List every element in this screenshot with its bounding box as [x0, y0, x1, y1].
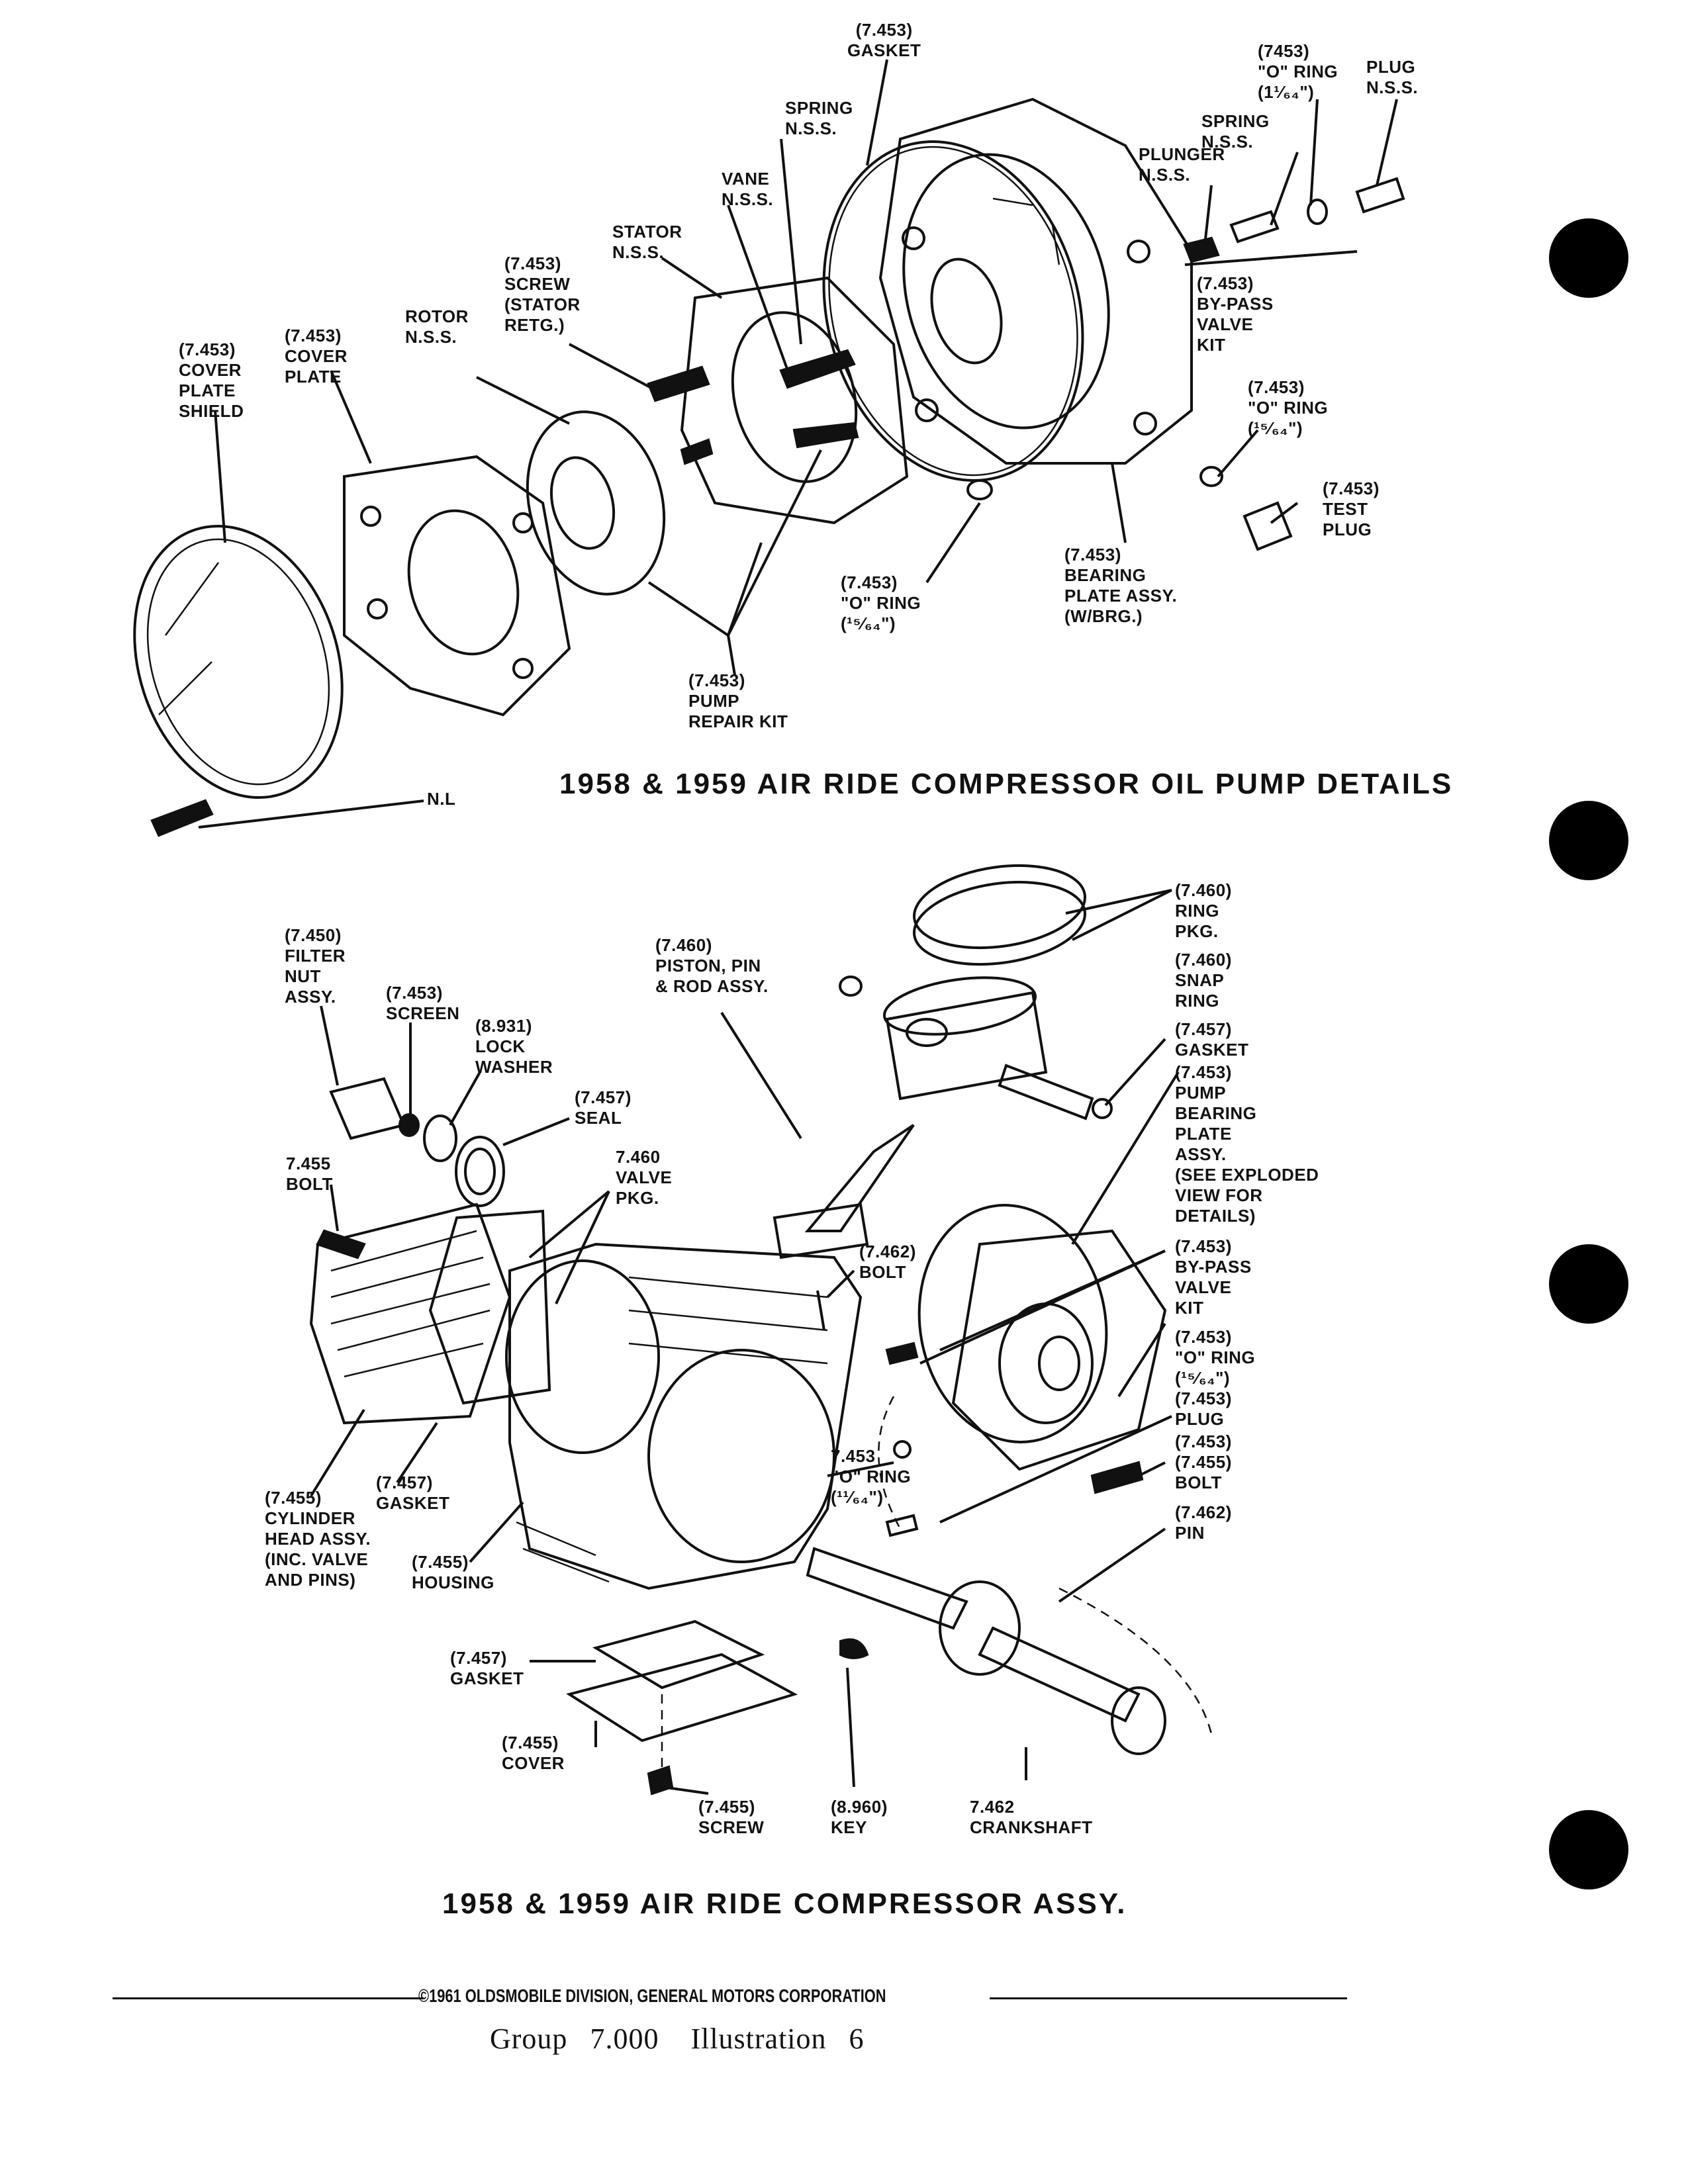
label-bolt-left: 7.455 BOLT — [286, 1154, 333, 1194]
label-stator: STATOR N.S.S. — [612, 222, 682, 262]
rotor-drawing — [526, 410, 666, 596]
label-bearing-plate: (7.453) BEARING PLATE ASSY. (W/BRG.) — [1064, 545, 1178, 626]
label-vane: VANE N.S.S. — [722, 169, 774, 209]
label-screw-stator: (7.453) SCREW (STATOR RETG.) — [504, 253, 581, 335]
cover-plate-drawing — [343, 455, 571, 717]
label-bypass-kit-top: (7.453) BY-PASS VALVE KIT — [1197, 273, 1274, 355]
label-seal: (7.457) SEAL — [575, 1087, 632, 1128]
label-cover-plate-shield: (7.453) COVER PLATE SHIELD — [179, 340, 244, 421]
label-piston: (7.460) PISTON, PIN & ROD ASSY. — [655, 935, 769, 996]
label-cylinder-head: (7.455) CYLINDER HEAD ASSY. (INC. VALVE … — [265, 1488, 371, 1590]
label-ring-pkg: (7.460) RING PKG. — [1175, 880, 1232, 941]
label-nl: N.L — [427, 789, 456, 809]
group-label: Group — [490, 2023, 568, 2055]
bolt-drawing — [150, 799, 214, 837]
label-o-ring-mid: 7.453 "O" RING (¹¹⁄₆₄") — [831, 1446, 912, 1507]
label-housing: (7.455) HOUSING — [412, 1552, 494, 1592]
label-gasket-head: (7.457) GASKET — [376, 1473, 450, 1513]
illustration-label: Illustration — [690, 2023, 827, 2055]
label-gasket-bottom: (7.457) GASKET — [450, 1648, 524, 1688]
stator-drawing — [680, 276, 909, 525]
footer-copyright: ©1961 OLDSMOBILE DIVISION, GENERAL MOTOR… — [418, 1985, 886, 2006]
label-screen: (7.453) SCREEN — [386, 983, 460, 1023]
footer-rule-right — [990, 1997, 1347, 1999]
label-o-ring-top: (7453) "O" RING (1¹⁄₆₄") — [1258, 41, 1338, 102]
label-valve-pkg: 7.460 VALVE PKG. — [616, 1147, 673, 1208]
cover-plate-shield-drawing — [133, 524, 344, 799]
binder-hole — [1549, 218, 1628, 298]
label-screw: (7.455) SCREW — [698, 1797, 765, 1837]
label-bolt-rod: (7.462) BOLT — [859, 1242, 916, 1282]
label-snap-ring: (7.460) SNAP RING — [1175, 950, 1232, 1011]
label-rotor: ROTOR N.S.S. — [405, 306, 469, 347]
label-o-ring-bottom: (7.453) "O" RING (¹⁵⁄₆₄") — [841, 572, 921, 633]
label-spring-valve: SPRING N.S.S. — [1201, 111, 1270, 152]
housing-drawing — [505, 1242, 863, 1590]
label-bolt-right: (7.453) (7.455) BOLT — [1175, 1432, 1232, 1492]
label-plug: PLUG N.S.S. — [1366, 57, 1419, 97]
label-crankshaft: 7.462 CRANKSHAFT — [970, 1797, 1093, 1837]
binder-hole — [1549, 1810, 1628, 1889]
label-gasket-right: (7.457) GASKET — [1175, 1019, 1249, 1060]
label-o-ring-right: (7.453) "O" RING (¹⁵⁄₆₄") — [1248, 377, 1329, 438]
label-plunger: PLUNGER N.S.S. — [1139, 144, 1225, 185]
crankshaft-drawing — [806, 1547, 1166, 1755]
label-test-plug: (7.453) TEST PLUG — [1323, 478, 1380, 539]
label-cover-plate: (7.453) COVER PLATE — [285, 326, 348, 387]
top-figure-title: 1958 & 1959 AIR RIDE COMPRESSOR OIL PUMP… — [559, 768, 1454, 800]
label-gasket: (7.453) GASKET — [847, 20, 921, 60]
bearing-plate-drawing — [878, 97, 1193, 465]
label-pin: (7.462) PIN — [1175, 1502, 1232, 1543]
label-plug-bottom: (7.453) PLUG — [1175, 1388, 1232, 1429]
label-filter-nut: (7.450) FILTER NUT ASSY. — [285, 925, 346, 1007]
label-o-ring-right-bottom: (7.453) "O" RING (¹⁵⁄₆₄") — [1175, 1327, 1256, 1388]
illustration-number: 6 — [849, 2023, 865, 2055]
footer-rule-left — [113, 1997, 424, 1999]
bottom-figure-title: 1958 & 1959 AIR RIDE COMPRESSOR ASSY. — [442, 1888, 1127, 1920]
label-pump-repair-kit: (7.453) PUMP REPAIR KIT — [688, 670, 788, 731]
label-pump-bearing-plate: (7.453) PUMP BEARING PLATE ASSY. (SEE EX… — [1175, 1062, 1319, 1226]
binder-hole — [1549, 1244, 1628, 1324]
label-bypass-kit-bottom: (7.453) BY-PASS VALVE KIT — [1175, 1236, 1252, 1318]
binder-hole — [1549, 801, 1628, 880]
label-cover: (7.455) COVER — [502, 1733, 565, 1773]
label-key: (8.960) KEY — [831, 1797, 888, 1837]
label-spring-pump: SPRING N.S.S. — [785, 98, 853, 138]
group-number: 7.000 — [590, 2023, 659, 2055]
footer-group-line: Group 7.000 Illustration 6 — [490, 2022, 865, 2056]
label-lock-washer: (8.931) LOCK WASHER — [475, 1016, 553, 1077]
